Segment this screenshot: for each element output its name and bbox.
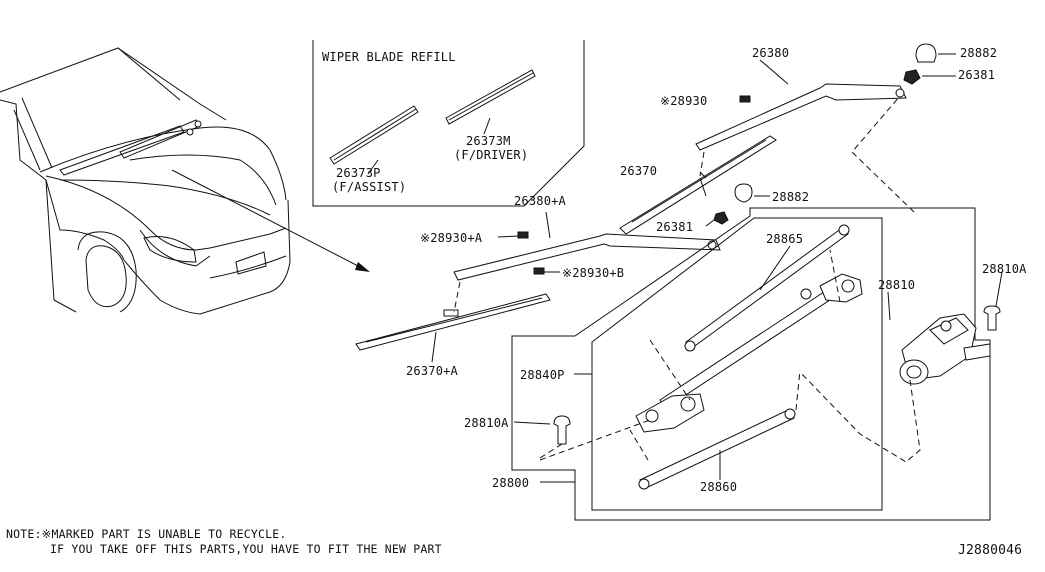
- wiper-motor: [799, 95, 1001, 463]
- label-28930a: ※28930+A: [420, 231, 483, 245]
- refill-driver-part-number: 26373M: [466, 134, 511, 148]
- linkage-box-outlines: [511, 207, 991, 521]
- refill-driver-description: (F/DRIVER): [454, 148, 529, 162]
- label-26370a: 26370+A: [406, 364, 458, 378]
- refill-assist-description: (F/ASSIST): [332, 180, 407, 194]
- label-28810a-left: 28810A: [464, 416, 509, 430]
- note-line-2: IF YOU TAKE OFF THIS PARTS,YOU HAVE TO F…: [50, 542, 442, 556]
- label-28810: 28810: [878, 278, 916, 292]
- wiper-arms-blades: [355, 43, 937, 351]
- refill-box-outline: [312, 40, 585, 207]
- leader-lines: [367, 53, 1003, 483]
- linkage-parts: [539, 224, 863, 490]
- label-26381-top: 26381: [958, 68, 996, 82]
- label-28882-mid: 28882: [772, 190, 810, 204]
- label-28860: 28860: [700, 480, 738, 494]
- label-28840p: 28840P: [520, 368, 565, 382]
- car-illustration: [0, 47, 370, 315]
- label-28930b: ※28930+B: [562, 266, 625, 280]
- refill-assist-part-number: 26373P: [336, 166, 381, 180]
- label-28865: 28865: [766, 232, 804, 246]
- refill-box-title: WIPER BLADE REFILL: [322, 50, 456, 64]
- label-26381-mid: 26381: [656, 220, 694, 234]
- note-line-1: NOTE:※MARKED PART IS UNABLE TO RECYCLE.: [6, 527, 287, 541]
- label-26370: 26370: [620, 164, 658, 178]
- diagram-id: J2880046: [958, 543, 1023, 558]
- bolt-28810a-left: [539, 415, 571, 459]
- label-28800: 28800: [492, 476, 530, 490]
- label-26380: 26380: [752, 46, 790, 60]
- label-28810a-right: 28810A: [982, 262, 1027, 276]
- label-26380a: 26380+A: [514, 194, 566, 208]
- label-28930: ※28930: [660, 94, 708, 108]
- label-28882-top: 28882: [960, 46, 998, 60]
